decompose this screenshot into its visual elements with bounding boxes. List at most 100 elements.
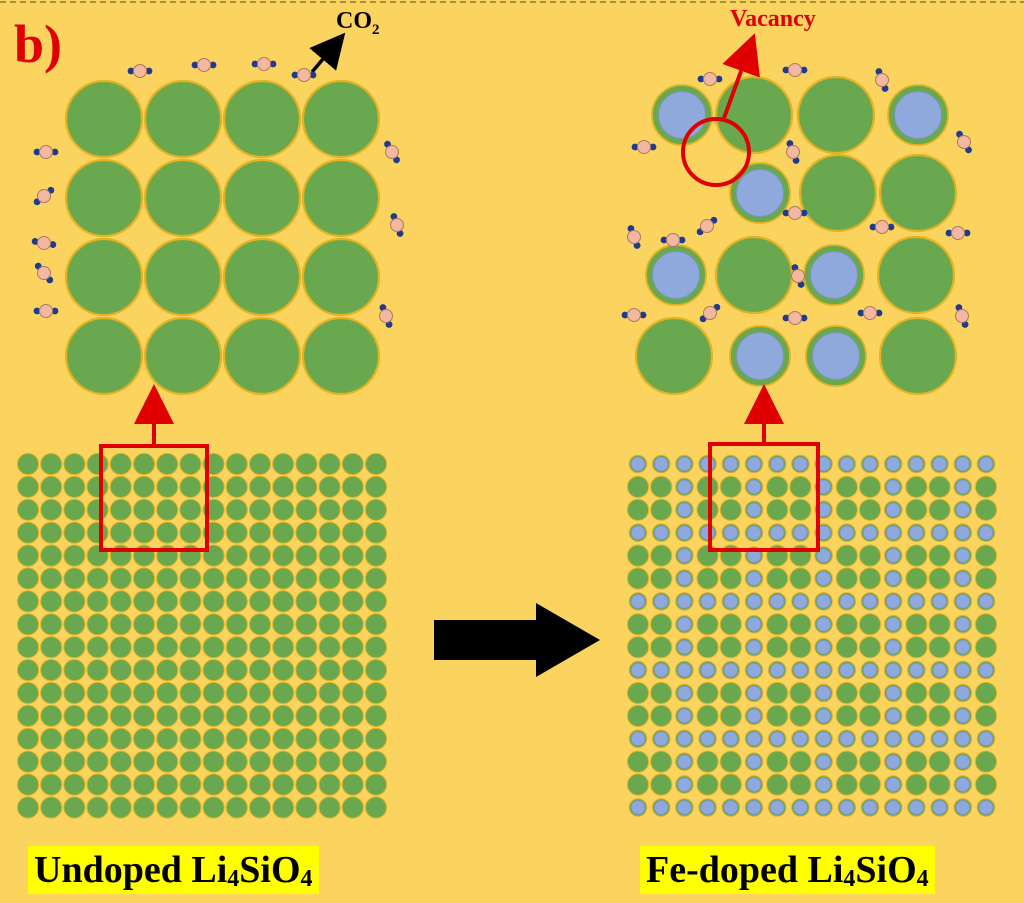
- bulk-doped-particle: [767, 798, 787, 817]
- bulk-particle: [40, 452, 63, 476]
- lattice-particle: [64, 316, 144, 396]
- bulk-particle: [156, 475, 179, 498]
- bulk-doped-particle: [814, 683, 833, 703]
- bulk-particle: [719, 613, 742, 636]
- bulk-doped-particle: [953, 477, 973, 497]
- bulk-particle: [156, 636, 179, 659]
- bulk-particle: [974, 681, 998, 705]
- bulk-doped-particle: [698, 660, 717, 680]
- bulk-particle: [202, 681, 225, 705]
- bulk-particle: [341, 704, 364, 728]
- bulk-particle: [318, 613, 341, 636]
- bulk-particle: [225, 613, 248, 636]
- lattice-particle: [301, 158, 381, 238]
- bulk-particle: [202, 613, 225, 636]
- bulk-particle: [272, 796, 295, 819]
- bulk-particle: [295, 544, 318, 567]
- bulk-particle: [16, 773, 40, 796]
- bulk-particle: [295, 636, 318, 659]
- bulk-particle: [928, 681, 951, 705]
- lattice-particle: [222, 158, 302, 238]
- bulk-particle: [248, 567, 272, 590]
- bulk-doped-particle: [814, 729, 833, 749]
- co2-molecule-icon: [660, 233, 686, 247]
- bulk-doped-particle: [930, 798, 949, 817]
- bulk-particle: [928, 636, 951, 659]
- co2-molecule-icon: [782, 63, 808, 77]
- bulk-doped-particle: [721, 523, 741, 543]
- bulk-doped-particle: [907, 454, 926, 474]
- co2-molecule-icon: [191, 58, 217, 72]
- lattice-particle: [222, 316, 302, 396]
- bulk-particle: [86, 567, 109, 590]
- bulk-doped-particle: [837, 798, 857, 817]
- bulk-particle: [835, 613, 858, 636]
- bulk-particle: [202, 727, 225, 750]
- bulk-doped-particle: [814, 706, 833, 726]
- bulk-doped-particle: [814, 546, 833, 565]
- bulk-particle: [272, 613, 295, 636]
- bulk-doped-particle: [860, 454, 880, 474]
- bulk-particle: [295, 590, 318, 613]
- bulk-particle: [719, 750, 742, 773]
- bulk-particle: [318, 544, 341, 567]
- lattice-particle: [714, 235, 794, 315]
- lattice-particle: [64, 79, 144, 159]
- co2-molecule-icon: [945, 226, 971, 240]
- bulk-particle: [928, 475, 951, 498]
- bulk-doped-particle: [976, 523, 996, 543]
- bulk-doped-particle: [953, 706, 973, 726]
- bulk-particle: [905, 567, 928, 590]
- bulk-particle: [905, 704, 928, 728]
- bulk-doped-particle: [721, 798, 741, 817]
- bulk-particle: [202, 773, 225, 796]
- bulk-particle: [132, 704, 156, 728]
- bulk-particle: [766, 773, 789, 796]
- bulk-particle: [364, 590, 388, 613]
- bulk-particle: [295, 613, 318, 636]
- doped-particle: [803, 244, 865, 306]
- bulk-doped-particle: [814, 775, 833, 794]
- bulk-doped-particle: [907, 729, 926, 749]
- bulk-particle: [341, 475, 364, 498]
- bulk-doped-particle: [953, 592, 973, 611]
- bulk-particle: [16, 659, 40, 682]
- bulk-particle: [766, 567, 789, 590]
- bulk-particle: [63, 475, 86, 498]
- bulk-particle: [858, 681, 882, 705]
- bulk-particle: [835, 475, 858, 498]
- co2-molecule-icon: [697, 72, 723, 86]
- bulk-doped-particle: [675, 637, 694, 657]
- bulk-particle: [248, 727, 272, 750]
- bulk-particle: [63, 727, 86, 750]
- bulk-particle: [86, 475, 109, 498]
- bulk-doped-particle: [907, 660, 926, 680]
- bulk-particle: [109, 796, 132, 819]
- bulk-particle: [789, 636, 812, 659]
- bulk-particle: [650, 704, 673, 728]
- bulk-particle: [719, 681, 742, 705]
- bulk-particle: [364, 750, 388, 773]
- bulk-particle: [318, 796, 341, 819]
- bulk-particle: [132, 796, 156, 819]
- bulk-doped-particle: [628, 592, 648, 611]
- bulk-doped-particle: [883, 660, 903, 680]
- bulk-particle: [858, 498, 882, 521]
- bulk-doped-particle: [883, 500, 903, 520]
- bulk-particle: [341, 773, 364, 796]
- bulk-doped-particle: [791, 660, 810, 680]
- bulk-doped-particle: [721, 729, 741, 749]
- bulk-particle: [905, 544, 928, 567]
- bulk-particle: [341, 613, 364, 636]
- bulk-particle: [272, 659, 295, 682]
- bulk-particle: [225, 521, 248, 544]
- bulk-doped-particle: [860, 592, 880, 611]
- co2-molecule-icon: [875, 68, 889, 92]
- bulk-particle: [858, 773, 882, 796]
- bulk-particle: [225, 567, 248, 590]
- bulk-doped-particle: [767, 729, 787, 749]
- bulk-particle: [318, 773, 341, 796]
- co2-molecule-icon: [33, 186, 55, 206]
- bulk-particle: [719, 773, 742, 796]
- bulk-doped-particle: [767, 592, 787, 611]
